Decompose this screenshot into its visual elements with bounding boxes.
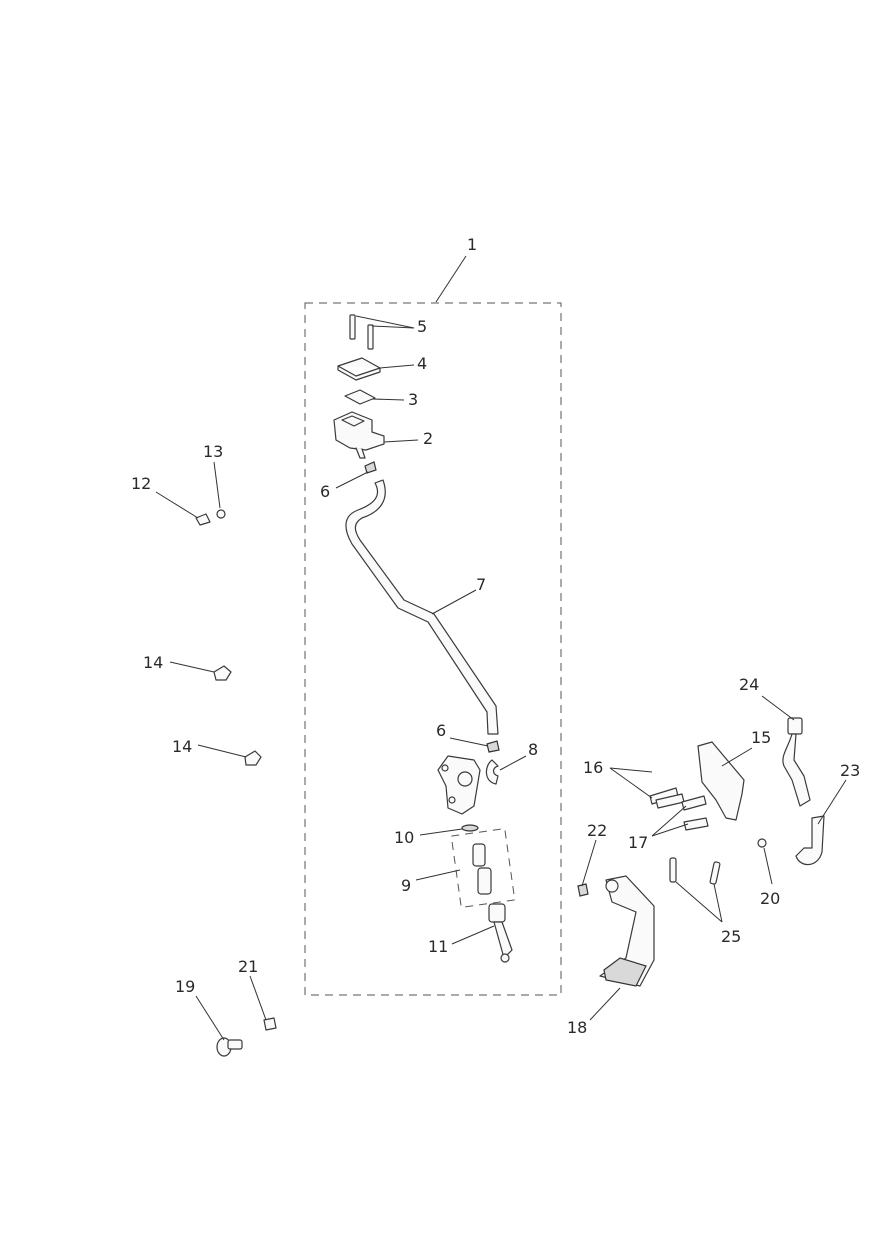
callout-22: 22 xyxy=(587,821,607,840)
hose-elbow-fitting xyxy=(485,759,499,785)
callout-2: 2 xyxy=(423,429,433,448)
callout-labels: 1 5 4 3 2 6 7 6 8 10 9 11 12 13 14 14 24… xyxy=(131,235,860,1037)
assembly-group-boundary xyxy=(304,302,562,996)
callout-13: 13 xyxy=(203,442,223,461)
bolt-21 xyxy=(263,1017,277,1031)
callout-8: 8 xyxy=(528,740,538,759)
callout-24: 24 xyxy=(739,675,759,694)
callout-6-upper: 6 xyxy=(320,482,330,501)
bolt-12 xyxy=(195,513,211,526)
fluid-reservoir-body xyxy=(333,411,385,459)
callout-9: 9 xyxy=(401,876,411,895)
callout-3: 3 xyxy=(408,390,418,409)
o-ring xyxy=(461,824,479,832)
return-springs xyxy=(669,857,721,885)
switch-bracket xyxy=(795,815,825,866)
callout-10: 10 xyxy=(394,828,414,847)
nut-14-lower xyxy=(244,750,262,766)
callout-14-lower: 14 xyxy=(172,737,192,756)
mounting-bracket xyxy=(697,741,745,821)
bracket-bolts-17 xyxy=(681,795,709,831)
master-cylinder-body xyxy=(437,755,481,815)
pushrod-assembly xyxy=(488,903,513,963)
hose-clip-lower xyxy=(486,740,500,753)
callout-25: 25 xyxy=(721,927,741,946)
callout-21: 21 xyxy=(238,957,258,976)
reservoir-diaphragm xyxy=(344,389,376,405)
callout-20: 20 xyxy=(760,889,780,908)
reservoir-cap xyxy=(337,357,381,381)
fluid-hose xyxy=(345,479,499,735)
callout-11: 11 xyxy=(428,937,448,956)
brake-light-switch xyxy=(782,717,811,807)
reservoir-cap-screws xyxy=(349,314,374,350)
callout-15: 15 xyxy=(751,728,771,747)
bracket-bolts-16 xyxy=(649,787,685,809)
callout-4: 4 xyxy=(417,354,427,373)
callout-6-lower: 6 xyxy=(436,721,446,740)
washer-13 xyxy=(216,509,226,519)
hose-clip-upper xyxy=(364,461,377,474)
callout-12: 12 xyxy=(131,474,151,493)
callout-7: 7 xyxy=(476,575,486,594)
brake-pedal xyxy=(599,875,655,987)
callout-16: 16 xyxy=(583,758,603,777)
pivot-bolt-19 xyxy=(216,1037,243,1057)
callout-17: 17 xyxy=(628,833,648,852)
seal-kit-group-boundary xyxy=(450,828,516,908)
screw-20 xyxy=(757,838,767,848)
nut-14-upper xyxy=(213,665,232,681)
callout-1: 1 xyxy=(467,235,477,254)
callout-5: 5 xyxy=(417,317,427,336)
callout-14-upper: 14 xyxy=(143,653,163,672)
callout-19: 19 xyxy=(175,977,195,996)
callout-23: 23 xyxy=(840,761,860,780)
piston-spring-kit xyxy=(472,843,492,895)
clip-22 xyxy=(577,883,589,897)
leader-lines xyxy=(155,255,847,1041)
callout-18: 18 xyxy=(567,1018,587,1037)
